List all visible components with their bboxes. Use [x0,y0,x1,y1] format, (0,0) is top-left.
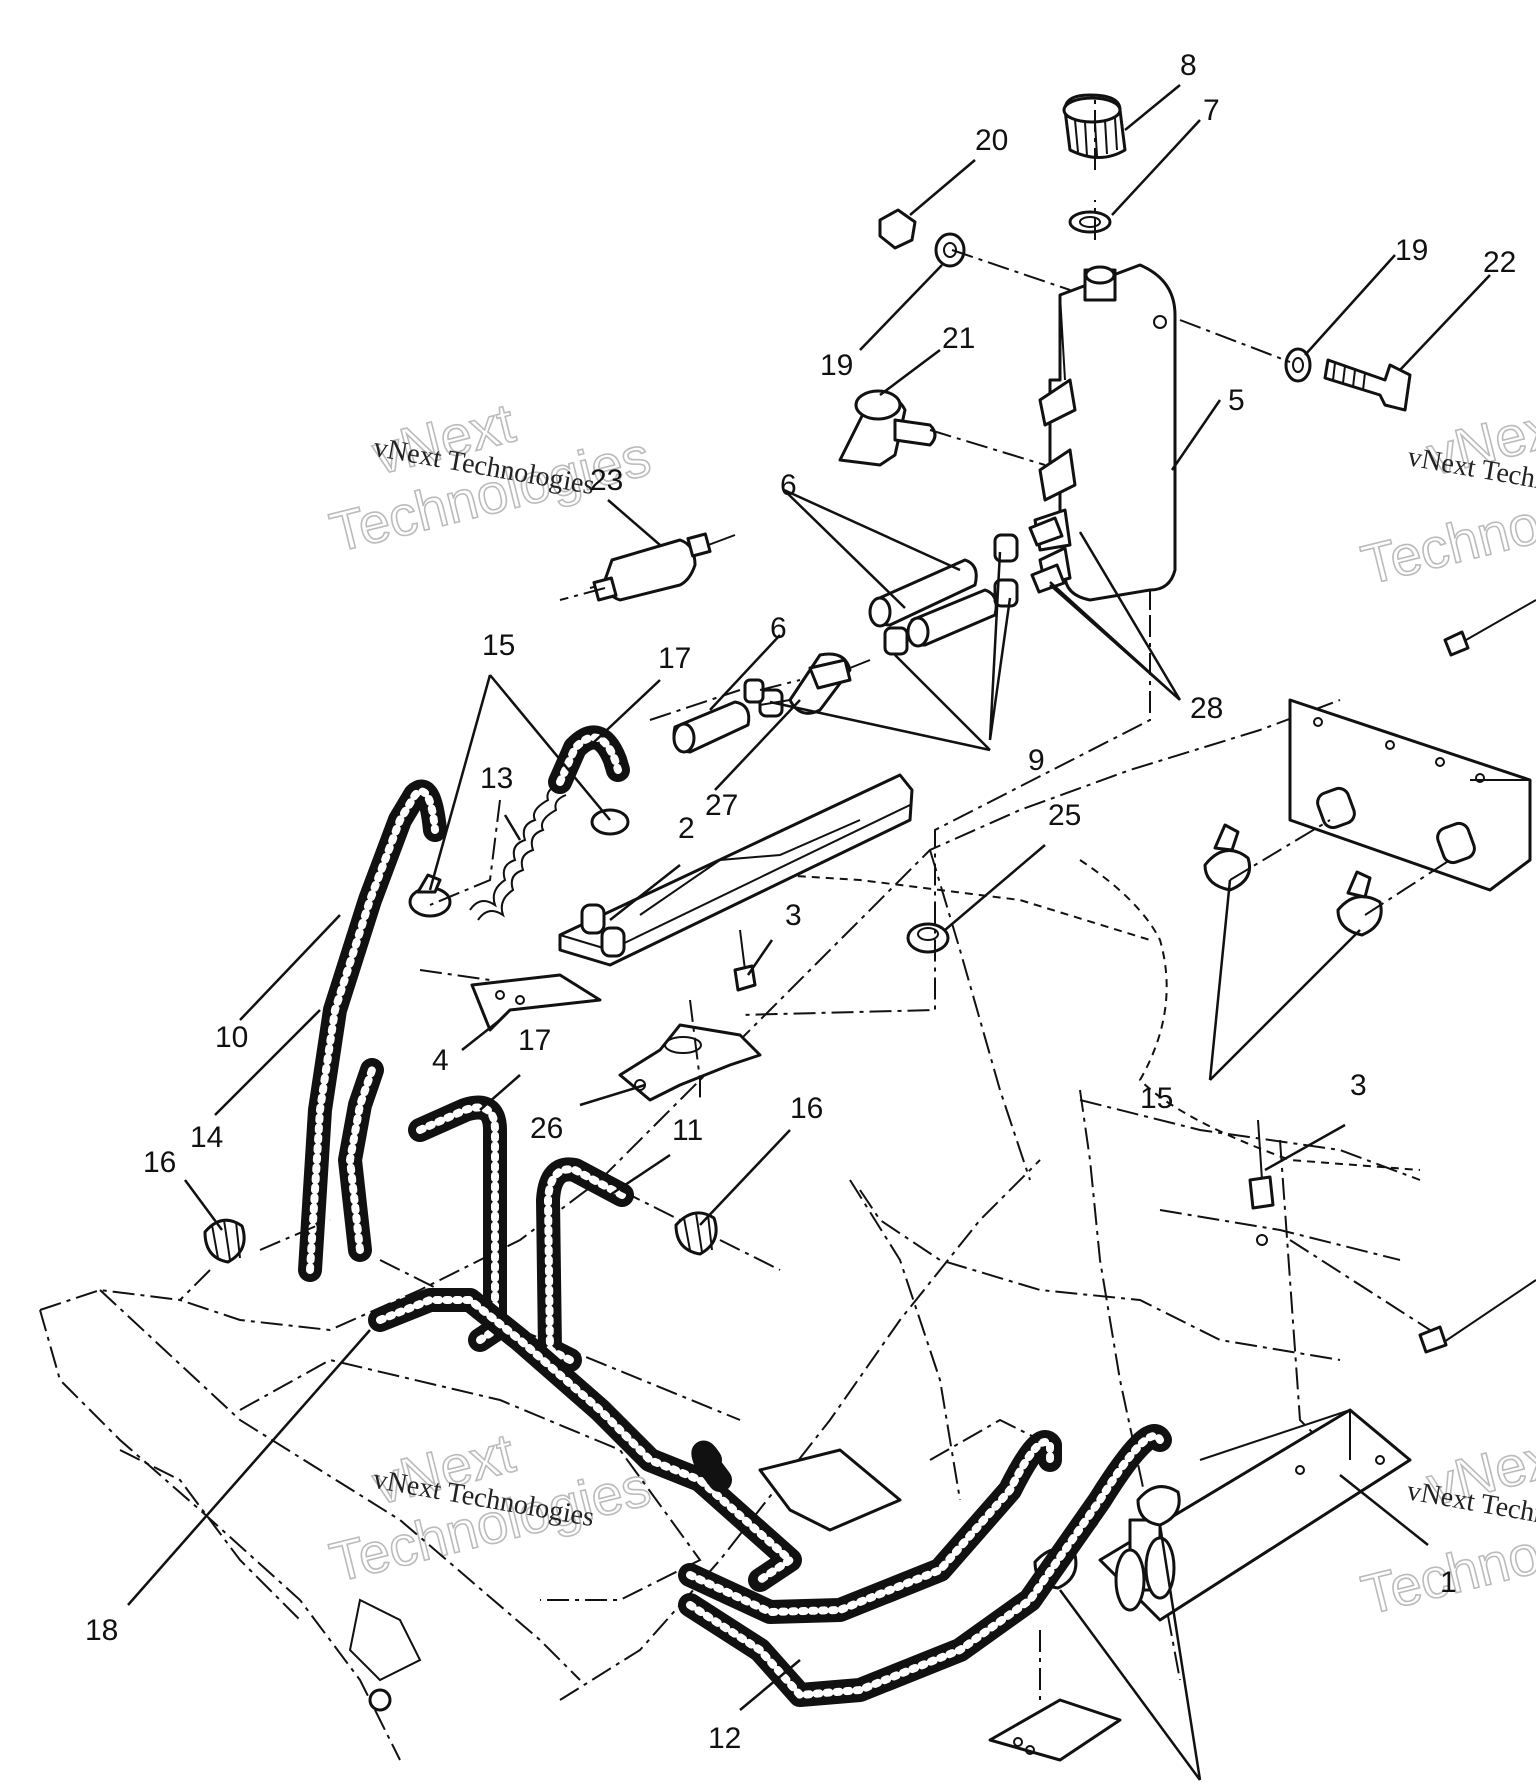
hose-17-lower [408,1095,507,1352]
callout-13: 13 [480,762,513,795]
clamp-15d [1336,870,1383,937]
bracket-plate-lower [1098,1408,1412,1622]
callout-17-top: 17 [658,642,691,675]
callout-21: 21 [942,322,975,355]
bolt-22 [1323,358,1412,412]
washer-19b [1284,347,1312,383]
callout-12: 12 [708,1722,741,1755]
callout-27: 27 [705,789,738,822]
rivet-3b [1248,1119,1275,1246]
clamp-16a [203,1218,246,1264]
hose-14 [338,1058,384,1262]
rivet-right [1418,1279,1536,1354]
chassis-outline [39,699,1421,1761]
callout-16-left: 16 [143,1146,176,1179]
bracket-4 [470,973,602,1032]
hose-12-lower [678,1424,1172,1707]
callout-7: 7 [1203,94,1220,127]
hose-short-mid [691,1440,732,1492]
leader-lines [127,84,1491,1781]
callout-1: 1 [1440,1566,1457,1599]
callout-22: 22 [1483,246,1516,279]
callout-5: 5 [1228,384,1245,417]
hose-6-upper [868,558,978,628]
callout-11: 11 [672,1114,703,1147]
hose-6-middle [906,588,998,648]
callout-9: 9 [1028,744,1045,777]
clamp-lower-b [1136,1485,1181,1527]
callout-25: 25 [1048,799,1081,832]
rivet-3a [733,929,757,992]
filter-23 [589,532,736,602]
grommet-25 [906,922,950,954]
callout-15-lower: 15 [1140,1082,1173,1115]
callout-3-left: 3 [785,899,802,932]
callout-19-left: 19 [820,349,853,382]
hose-17-upper [548,725,630,794]
tunnel-bottom-left [348,1598,422,1712]
callout-2: 2 [678,812,695,845]
clamp-15c [1203,823,1251,892]
bracket-26 [618,1023,762,1102]
coolant-reservoir [1033,263,1177,610]
skid-plate-left [758,1448,902,1532]
spring-13 [469,784,567,921]
callout-16-right: 16 [790,1092,823,1125]
bolt-20 [878,208,917,250]
hose-10 [298,779,447,1282]
callout-6-lower: 6 [770,612,787,645]
hose-12-upper [678,1430,1062,1624]
callout-17-lower: 17 [518,1024,551,1057]
callout-19-right: 19 [1395,234,1428,267]
clamp-16b [674,1211,718,1256]
fitting-28-group [1028,516,1066,594]
hose-6-lower [672,700,751,754]
bracket-plate-upper [1288,698,1532,892]
bracket-bottom [988,1698,1122,1762]
callout-8: 8 [1180,49,1197,82]
mount-21 [838,389,937,467]
callout-23: 23 [590,464,623,497]
callout-15-top: 15 [482,629,515,662]
heat-exchanger-2 [558,773,914,967]
rivet-top-right [1443,599,1536,657]
clamp-15b [590,808,630,836]
callout-6-upper: 6 [780,469,797,502]
callout-4: 4 [432,1044,449,1077]
callout-3-right: 3 [1350,1069,1367,1102]
fitting-9-group [743,533,1019,718]
valve-27 [759,652,871,715]
cap-gasket [1068,210,1112,234]
callout-14: 14 [190,1121,223,1154]
hose-18 [368,1288,802,1592]
callout-26: 26 [530,1112,563,1145]
callout-28: 28 [1190,692,1223,725]
callout-10: 10 [215,1021,248,1054]
callout-20: 20 [975,124,1008,157]
washer-19a [934,232,966,268]
callouts: 8 7 20 19 22 19 21 5 23 6 6 28 9 15 17 1… [85,49,1516,1755]
callout-18: 18 [85,1614,118,1647]
clamp-15a [408,873,452,918]
assembly-lines [179,95,1451,1700]
hose-11 [536,1157,634,1372]
